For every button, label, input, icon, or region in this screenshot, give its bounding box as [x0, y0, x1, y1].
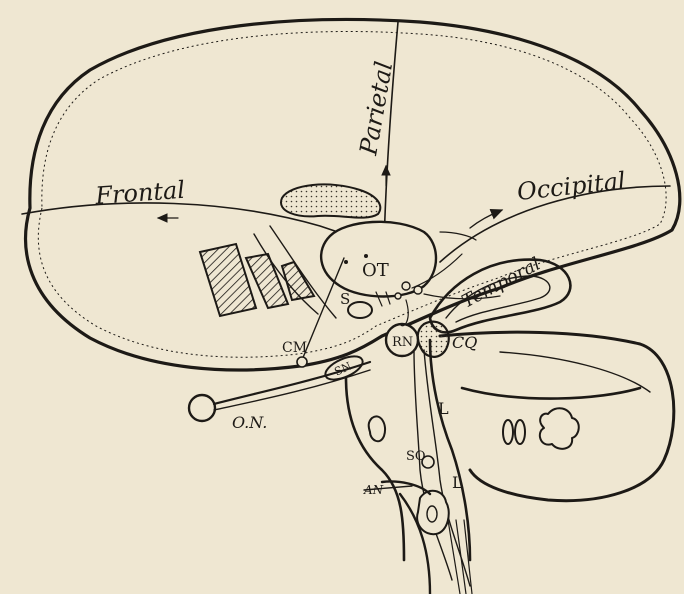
synapse-3: [395, 293, 401, 299]
olive-left: [417, 491, 449, 534]
brainstem-nucleus: [369, 416, 385, 441]
label-occipital: Occipital: [516, 167, 627, 206]
brainstem-left: [346, 378, 404, 560]
thalamus-dot-2: [364, 254, 368, 258]
striate-block-1: [200, 244, 256, 316]
label-so: SO: [406, 449, 426, 464]
corpus-shape: [281, 184, 380, 217]
fibre-3: [400, 300, 408, 326]
thalamus-dot-1: [344, 260, 348, 264]
synapse-2: [414, 286, 422, 294]
label-frontal: Frontal: [93, 176, 185, 210]
medulla-strand-1: [448, 520, 460, 594]
dentate-nucleus-2: [515, 420, 525, 444]
label-on: O.N.: [232, 413, 267, 432]
cerebellum-inner: [500, 352, 650, 392]
label-s: S: [340, 290, 350, 308]
label-ot: OT: [362, 260, 389, 281]
parietal-line: [384, 22, 398, 246]
label-l-upper: L: [438, 399, 449, 418]
label-cq: CQ: [452, 333, 477, 352]
eyeball: [189, 395, 215, 421]
label-an: AN: [363, 483, 384, 497]
s-nucleus: [348, 302, 372, 318]
corpora-quadrigemina: [418, 322, 449, 357]
label-cm: CM: [282, 340, 307, 356]
synapse-1: [402, 282, 410, 290]
label-rn: RN: [392, 335, 413, 350]
cm-nucleus: [297, 357, 307, 367]
medulla-strand-2: [456, 520, 466, 594]
occipital-arrow: [470, 210, 502, 228]
label-l-lower: L: [452, 473, 463, 492]
dentate-nucleus-3: [540, 408, 579, 449]
dentate-nucleus-1: [503, 420, 513, 444]
cm-fibre: [302, 258, 344, 360]
cerebellum-lobe: [462, 388, 640, 399]
